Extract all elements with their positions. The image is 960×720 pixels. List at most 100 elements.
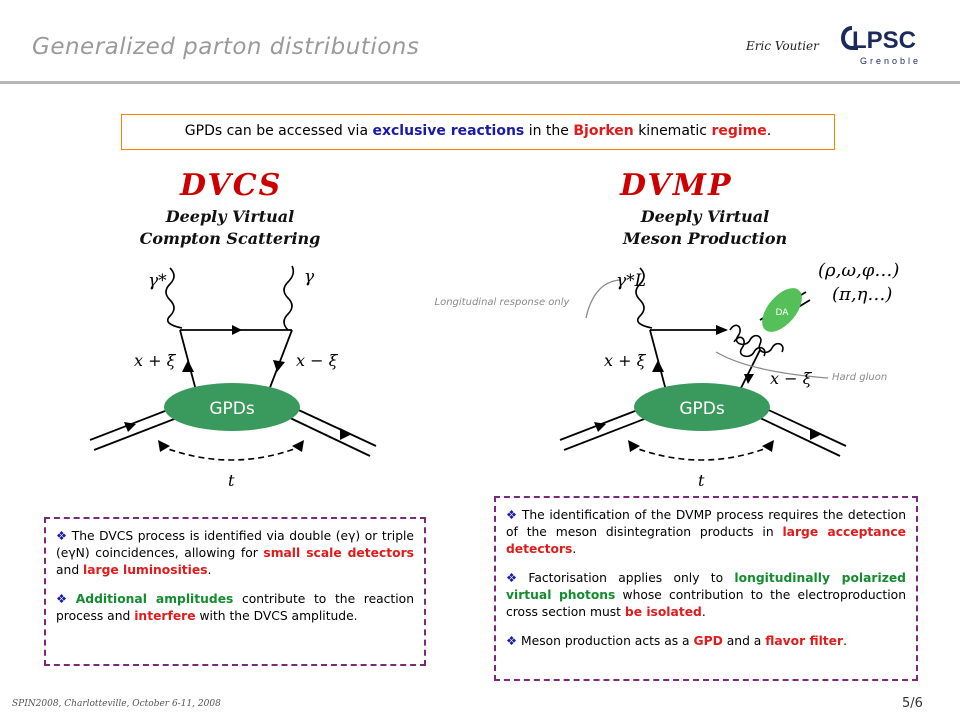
conference-footer: SPIN2008, Charlotteville, October 6-11, … — [12, 699, 221, 709]
label-gamma-star-l: γ*L — [616, 271, 646, 291]
t-arrow-left — [158, 440, 170, 452]
slide-title: Generalized parton distributions — [32, 34, 420, 60]
nucleon-out — [289, 405, 377, 447]
nucleon-in — [559, 405, 649, 441]
keyword: small scale detectors — [263, 546, 414, 560]
momentum-transfer-arc — [159, 445, 303, 461]
note-text: whose contribution to the electroproduct… — [506, 588, 906, 619]
dvcs-subtitle-line1: Deeply Virtual — [165, 207, 295, 226]
keyword: be isolated — [624, 605, 702, 619]
diamond-bullet-icon: ❖ — [56, 529, 68, 543]
gpd-blob — [164, 383, 300, 431]
dvmp-note-3: ❖Meson production acts as a GPD and a fl… — [506, 633, 906, 650]
dvmp-title: DVMP — [620, 168, 733, 203]
keyword: large acceptance detectors — [506, 525, 906, 556]
nucleon-in-arrow — [594, 422, 606, 432]
dvmp-subtitle-line1: Deeply Virtual — [640, 207, 770, 226]
nucleon-in-2 — [563, 415, 653, 451]
note-text: and a — [722, 634, 766, 648]
hard-gluon-coil-2 — [733, 336, 766, 358]
dvcs-notes-box: ❖The DVCS process is identified via doub… — [44, 517, 426, 666]
diamond-bullet-icon: ❖ — [506, 634, 518, 648]
nucleon-out-arrow — [810, 428, 822, 440]
keyword: regime — [711, 123, 767, 139]
keyword: GPD — [693, 634, 723, 648]
lpsc-logo: LPSC Grenoble — [841, 26, 921, 66]
intro-text: GPDs can be accessed via — [184, 123, 373, 139]
svg-text:LPSC: LPSC — [852, 27, 916, 54]
diamond-bullet-icon: ❖ — [56, 592, 72, 606]
keyword: longitudinally polarized virtual photons — [506, 571, 906, 602]
label-x-plus-xi: x + ξ — [604, 351, 647, 370]
quark-propagator-arrow — [232, 325, 242, 335]
t-arrow-left — [628, 440, 640, 452]
quark-line-in-arrow — [182, 360, 194, 372]
dvcs-diagram: GPDs γ* γ x + ξ x − ξ t — [89, 265, 377, 490]
gpd-blob-label: GPDs — [209, 399, 255, 419]
gpd-blob-label: GPDs — [679, 399, 725, 419]
distribution-amplitude-blob — [762, 288, 802, 332]
hard-gluon-note: Hard gluon — [832, 372, 888, 383]
t-arrow-right — [292, 440, 304, 452]
keyword: interfere — [134, 609, 196, 623]
keyword: large luminosities — [83, 563, 208, 577]
gpd-blob — [634, 383, 770, 431]
label-t: t — [698, 471, 705, 490]
intro-box: GPDs can be accessed via exclusive react… — [121, 114, 835, 150]
hard-gluon-pointer — [715, 351, 829, 379]
nucleon-in-2 — [93, 415, 183, 451]
da-label: DA — [776, 308, 790, 318]
diamond-bullet-icon: ❖ — [506, 508, 518, 522]
note-text: . — [843, 634, 848, 648]
keyword: Bjorken — [573, 123, 634, 139]
incoming-photon-line — [165, 267, 183, 329]
nucleon-out — [759, 405, 847, 447]
dvcs-subtitle: Deeply Virtual Compton Scattering — [120, 206, 340, 250]
label-meson-vector: (ρ,ω,φ…) — [818, 260, 899, 281]
nucleon-out-2 — [755, 415, 841, 457]
intro-text: kinematic — [633, 123, 712, 139]
intro-text: in the — [524, 123, 574, 139]
quark-line-out-arrow — [744, 374, 754, 384]
label-gamma: γ — [304, 267, 315, 287]
note-text: with the DVCS amplitude. — [195, 609, 358, 623]
dvmp-notes-box: ❖The identification of the DVMP process … — [494, 496, 918, 681]
keyword: flavor filter — [765, 634, 844, 648]
quark-line-out-arrow — [273, 360, 285, 372]
nucleon-out-arrow — [340, 428, 352, 440]
dvcs-subtitle-line2: Compton Scattering — [139, 229, 321, 248]
longitudinal-pointer — [585, 279, 621, 319]
note-text: . — [701, 605, 706, 619]
note-text: and — [56, 563, 84, 577]
dvmp-diagram: DA GPDs γ*L (ρ,ω,φ…) (π,η…) x + ξ x − ξ … — [559, 260, 899, 490]
keyword: exclusive reactions — [372, 123, 525, 139]
keyword: Additional amplitudes — [75, 592, 234, 606]
dvcs-note-1: ❖The DVCS process is identified via doub… — [56, 528, 414, 579]
label-x-minus-xi: x − ξ — [296, 351, 339, 370]
nucleon-in-arrow — [124, 422, 136, 432]
label-x-minus-xi: x − ξ — [770, 369, 813, 388]
nucleon-in — [89, 405, 179, 441]
quark-propagator-arrow — [716, 325, 728, 335]
nucleon-out-2 — [285, 415, 371, 457]
momentum-transfer-arc — [629, 445, 773, 461]
svg-text:Grenoble: Grenoble — [860, 56, 921, 66]
longitudinal-response-note: Longitudinal response only — [434, 297, 570, 308]
note-text: The DVCS process is identified via doubl… — [56, 529, 414, 560]
note-text: The identification of the DVMP process r… — [506, 508, 906, 539]
label-gamma-star: γ* — [148, 271, 167, 291]
label-t: t — [228, 471, 235, 490]
header-divider — [0, 81, 960, 84]
dvmp-subtitle-line2: Meson Production — [622, 229, 788, 248]
note-text: Factorisation applies only to — [528, 571, 735, 585]
note-text: Meson production acts as a — [521, 634, 694, 648]
label-meson-pseudoscalar: (π,η…) — [832, 284, 892, 305]
t-arrow-right — [762, 440, 774, 452]
author-name: Eric Voutier — [746, 39, 819, 53]
dvcs-note-2: ❖Additional amplitudes contribute to the… — [56, 591, 414, 625]
outgoing-photon-line — [283, 265, 295, 331]
incoming-photon-line — [635, 267, 653, 329]
quark-line-in-arrow — [652, 360, 664, 372]
label-x-plus-xi: x + ξ — [134, 351, 177, 370]
